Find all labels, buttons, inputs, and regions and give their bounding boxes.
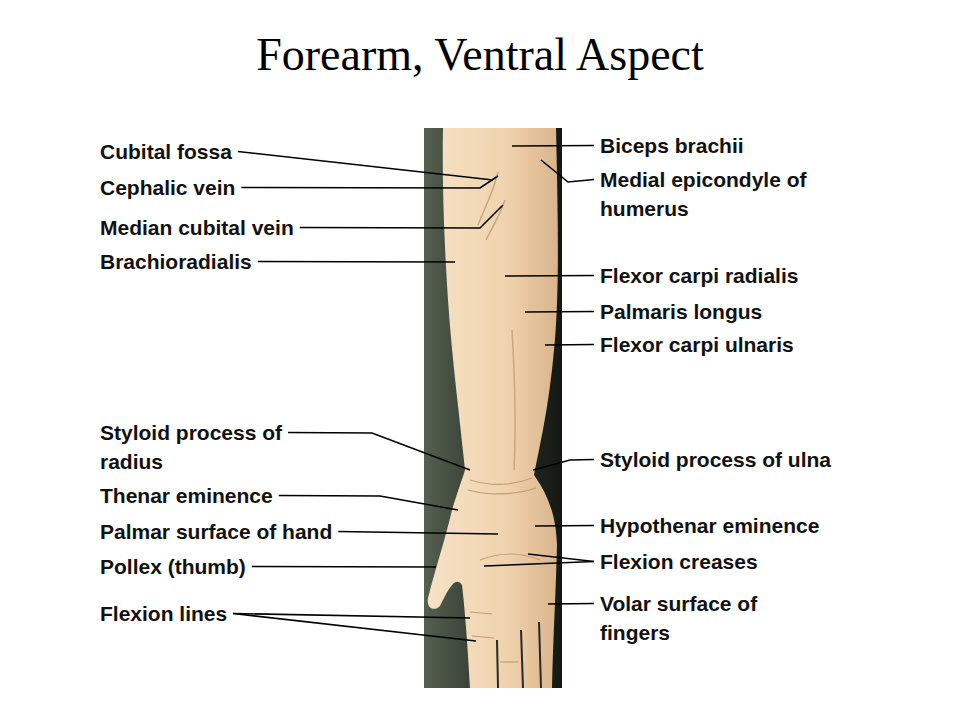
finger-gaps	[497, 622, 541, 688]
leader-line	[338, 532, 498, 535]
part-label: Median cubital vein	[100, 213, 294, 242]
leader-line	[512, 145, 594, 147]
part-label: Brachioradialis	[100, 247, 252, 276]
part-label: Flexor carpi ulnaris	[600, 330, 794, 359]
leader-line	[541, 160, 594, 182]
leader-line	[300, 205, 503, 228]
leader-line	[252, 566, 436, 568]
part-label: Flexion creases	[600, 547, 758, 576]
part-label: Cephalic vein	[100, 173, 235, 202]
leader-line	[525, 311, 594, 313]
part-label: Styloid process of ulna	[600, 445, 862, 474]
part-label: Thenar eminence	[100, 481, 273, 510]
part-label: Palmar surface of hand	[100, 517, 332, 546]
veins	[478, 172, 515, 470]
part-label: Flexor carpi radialis	[600, 261, 798, 290]
skin-creases	[468, 478, 540, 662]
part-label: Pollex (thumb)	[100, 552, 246, 581]
leader-line	[548, 603, 594, 605]
leader-line	[288, 433, 470, 471]
part-label: Cubital fossa	[100, 137, 232, 166]
leader-line	[484, 562, 594, 567]
leader-line	[279, 496, 458, 511]
leader-line	[238, 152, 493, 181]
part-label: Medial epicondyle of humerus	[600, 165, 862, 223]
leader-line	[505, 275, 594, 277]
part-label: Flexion lines	[100, 599, 227, 628]
part-label: Biceps brachii	[600, 131, 744, 160]
leader-line	[545, 344, 594, 346]
arm	[428, 128, 558, 688]
part-label: Styloid process of radius	[100, 418, 330, 476]
leader-line	[241, 176, 498, 188]
part-label: Hypothenar eminence	[600, 511, 819, 540]
part-label: Volar surface of fingers	[600, 589, 800, 647]
leader-line	[535, 525, 594, 527]
photo-background	[424, 128, 562, 688]
title: Forearm, Ventral Aspect	[0, 28, 960, 81]
leader-line	[258, 261, 455, 263]
leader-line	[233, 614, 476, 642]
leader-line	[528, 554, 594, 562]
part-label: Palmaris longus	[600, 297, 762, 326]
leader-line	[533, 460, 594, 471]
